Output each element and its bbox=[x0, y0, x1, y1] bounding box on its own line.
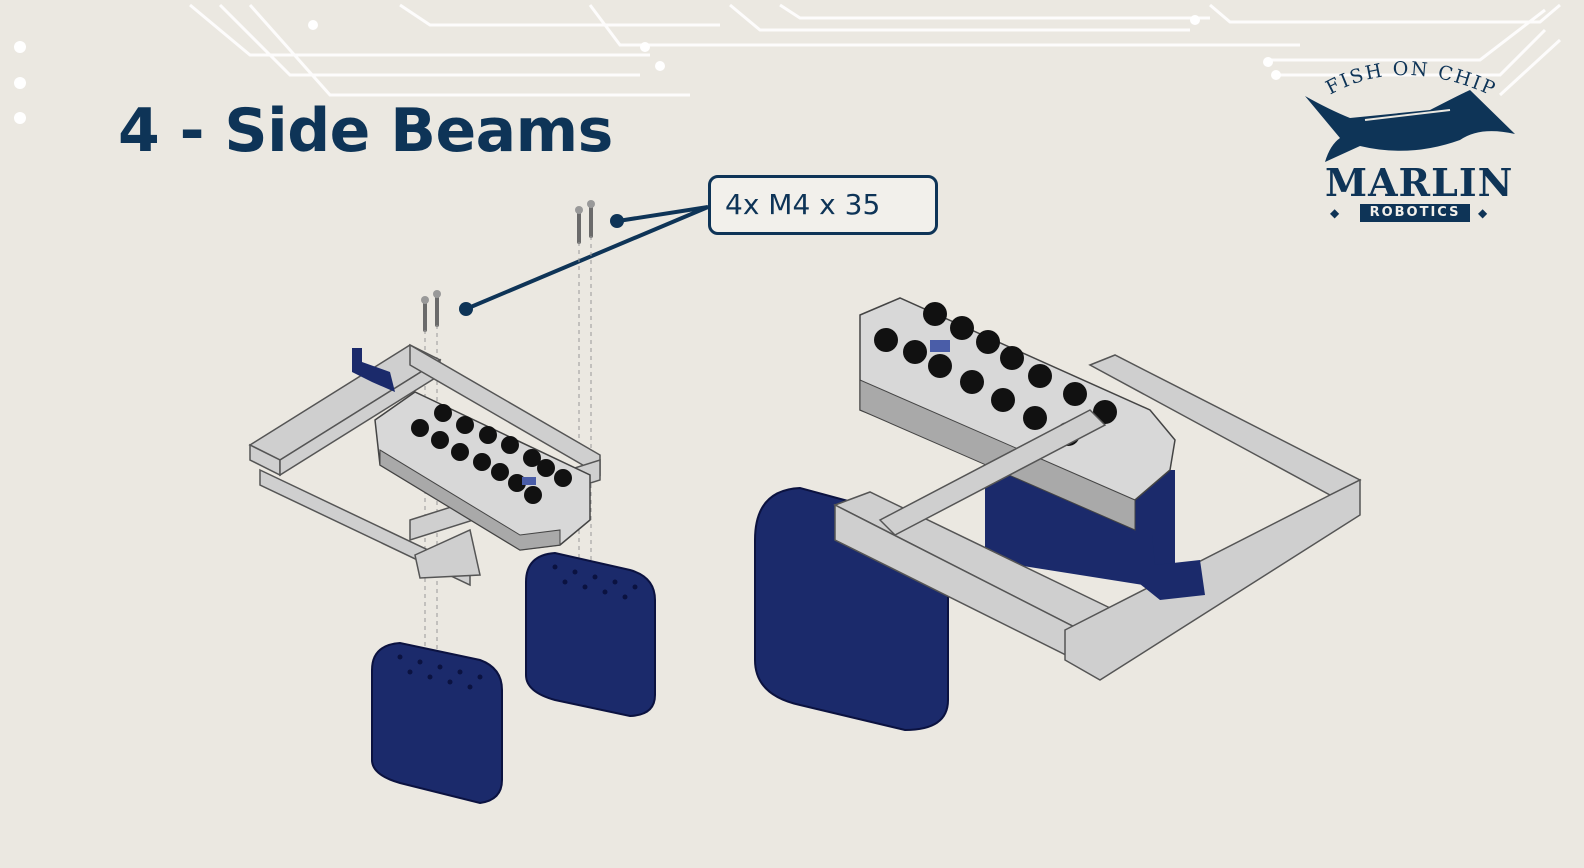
callout-box: 4x M4 x 35 bbox=[708, 175, 938, 235]
slide-title: 4 - Side Beams bbox=[118, 96, 613, 166]
logo-subtitle: ROBOTICS bbox=[1360, 204, 1470, 222]
logo-diamond-left: ◆ bbox=[1330, 206, 1340, 220]
marlin-fish-icon: FISH ON CHIPS bbox=[1290, 50, 1515, 162]
logo-name: MARLIN bbox=[1325, 160, 1514, 205]
logo-diamond-right: ◆ bbox=[1478, 206, 1488, 220]
